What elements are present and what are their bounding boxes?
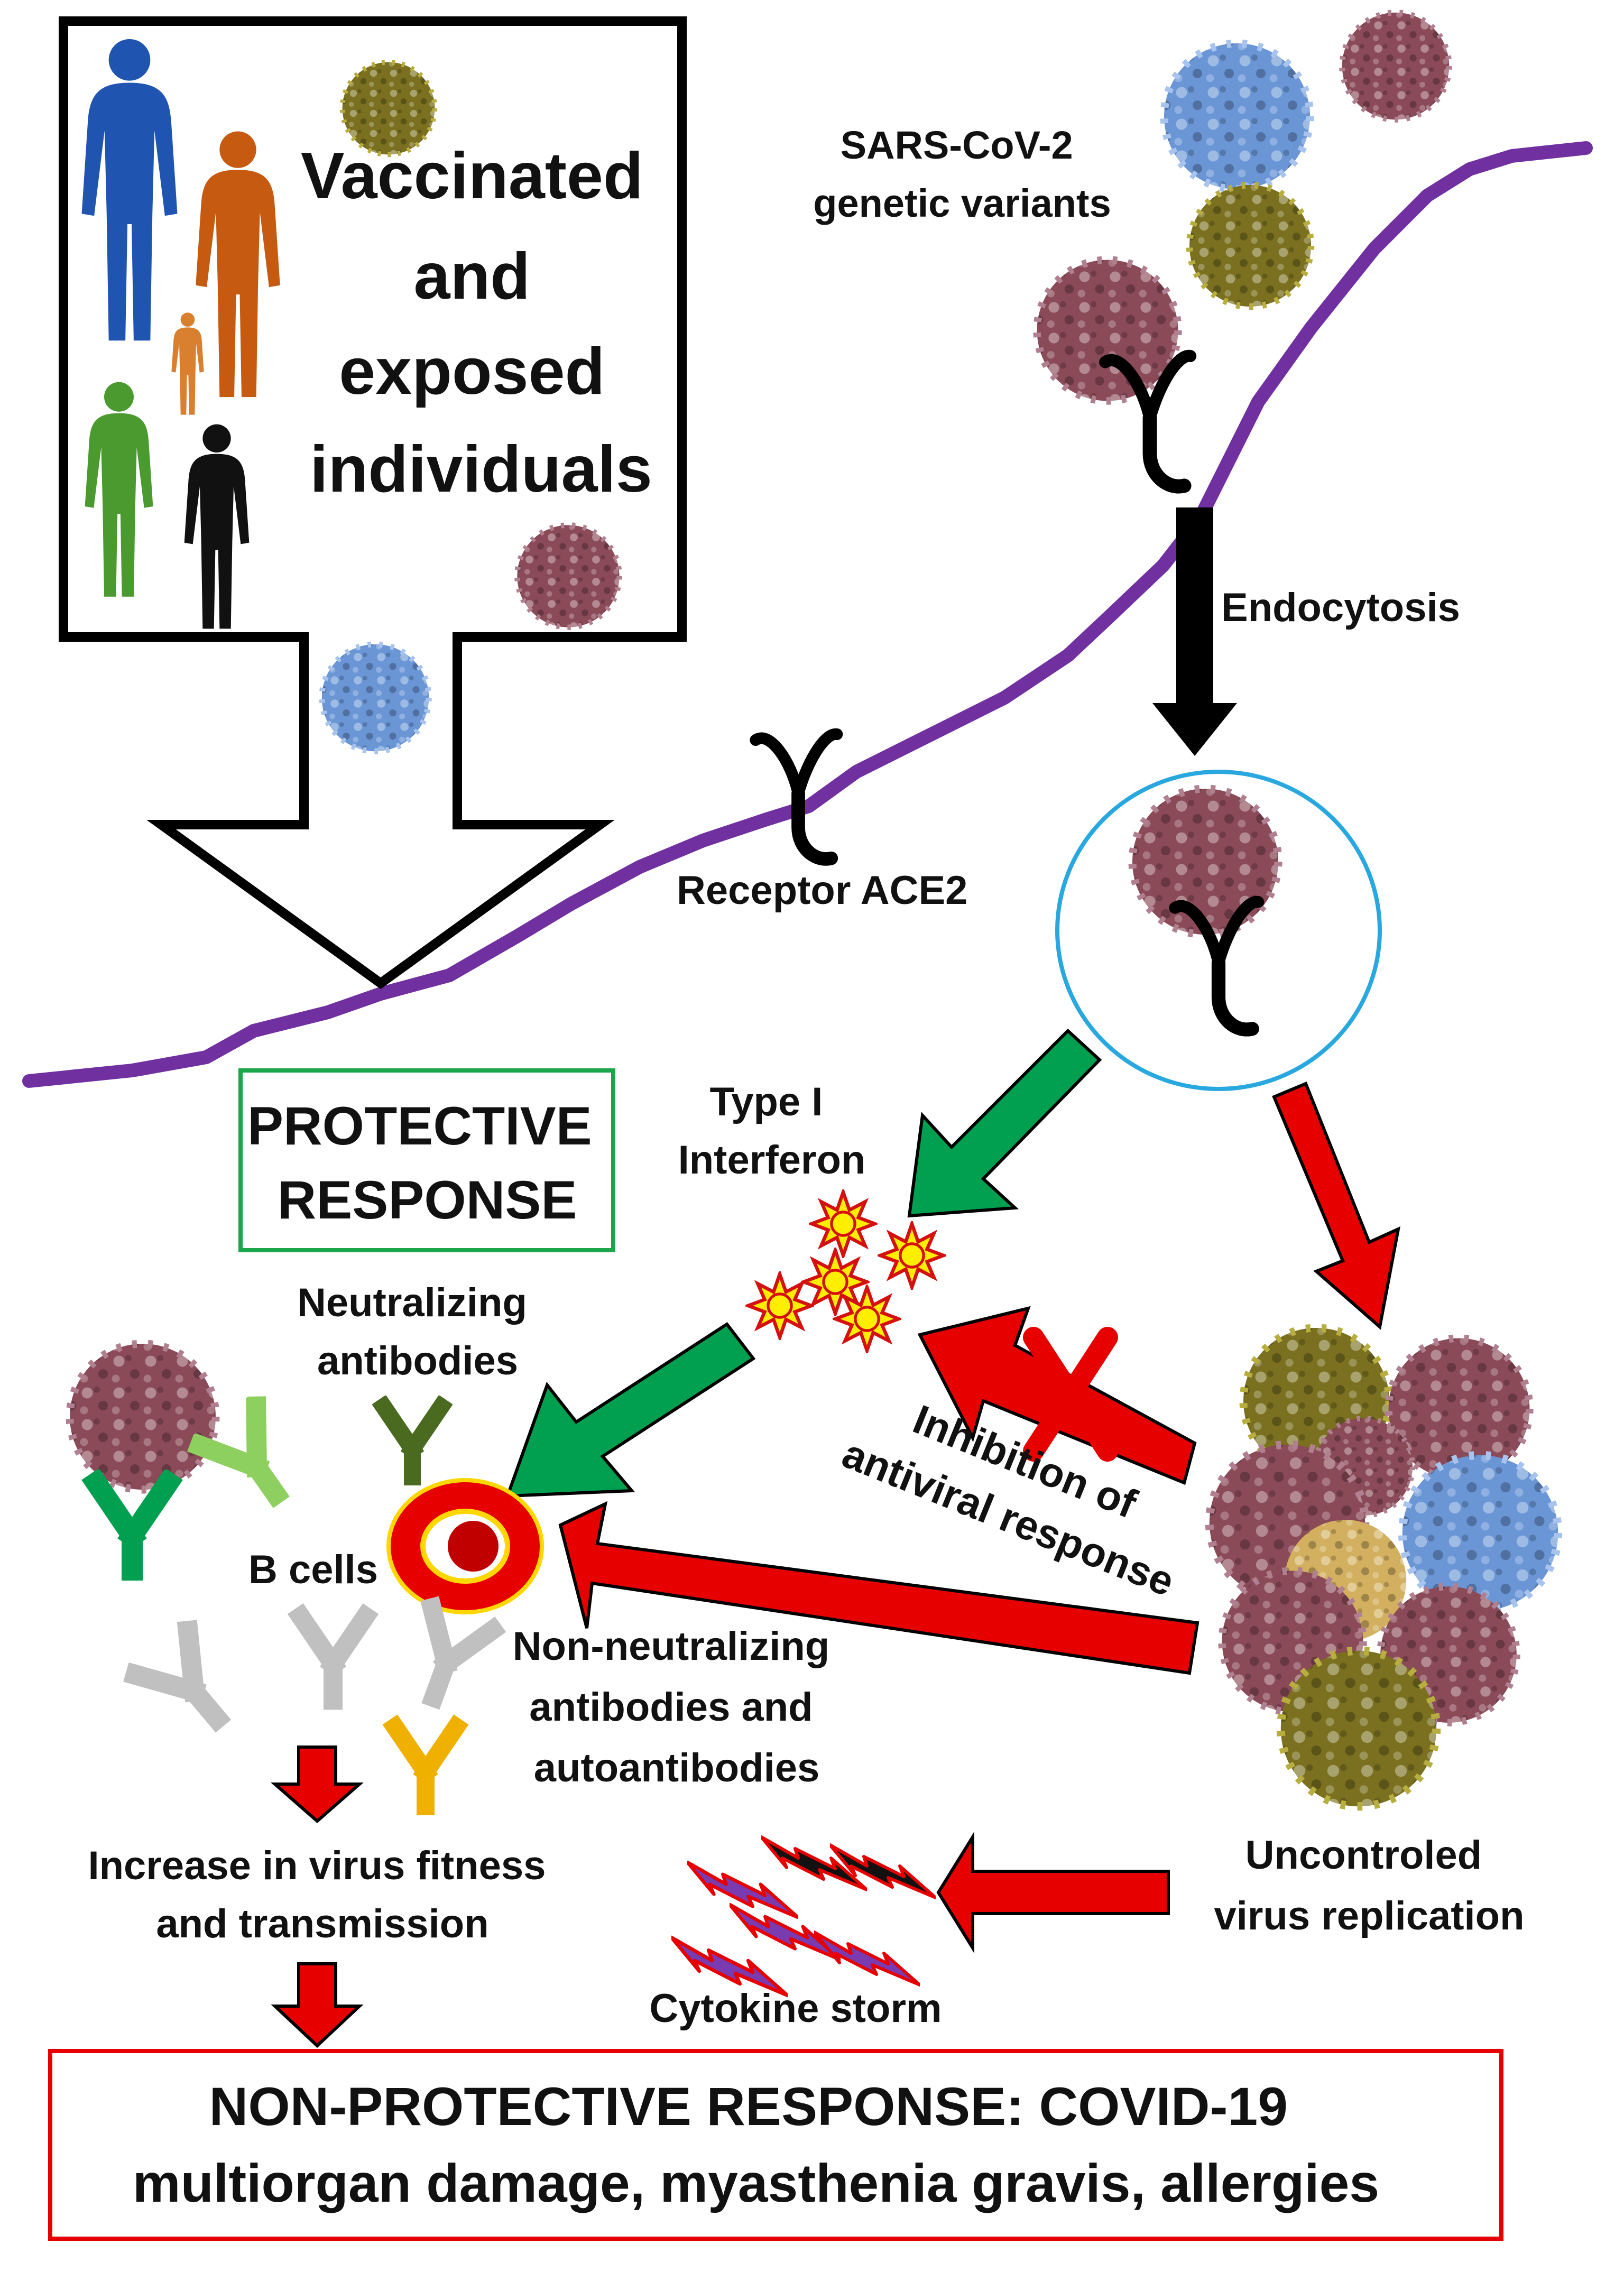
virus-blue-icon (1164, 43, 1310, 189)
interferon-line-2: Interferon (678, 1138, 866, 1183)
green-arrow-to-interferon (907, 1028, 1102, 1218)
virus-red-icon (1132, 789, 1278, 935)
virus-red-icon (517, 525, 619, 627)
replicating-virus-cluster (1210, 1328, 1558, 1806)
antibody-gray-icon (301, 1617, 365, 1700)
interferon-line-1: Type I (709, 1079, 823, 1124)
vaccinated-line-2: and (414, 240, 530, 313)
uncontrolled-line-2: virus replication (1214, 1894, 1524, 1938)
virus-red-icon (1342, 13, 1449, 119)
receptor-label: Receptor ACE2 (677, 868, 967, 913)
non-protective-line-2: multiorgan damage, myasthenia gravis, al… (133, 2153, 1379, 2213)
inhibition-cross-icon (1023, 1327, 1118, 1462)
non-protective-label: NON-PROTECTIVE RESPONSE: COVID-19 multio… (133, 2076, 1379, 2213)
lightning-bolt-icon (687, 1862, 798, 1918)
lightning-bolt-icon (814, 1932, 920, 1985)
b-cell (386, 1478, 544, 1614)
antibody-gray-icon (403, 1608, 493, 1708)
antibody-green-light-icon (200, 1407, 307, 1518)
red-arrow-to-bcell (558, 1501, 1199, 1675)
protective-line-1: PROTECTIVE (247, 1096, 592, 1156)
red-arrow-to-cytokine (936, 1831, 1170, 1954)
non-protective-response-box (48, 2049, 1503, 2241)
interferon-star-icon (811, 1192, 875, 1255)
uncontrolled-label: Uncontroled virus replication (1214, 1833, 1524, 1938)
neutralizing-label: Neutralizing antibodies (297, 1280, 538, 1383)
interferon-label: Type I Interferon (678, 1079, 866, 1183)
antibody-green-dark-icon (96, 1483, 168, 1576)
interferon-star-icon (748, 1274, 811, 1337)
fitness-line-2: and transmission (156, 1901, 488, 1946)
protective-label: PROTECTIVE RESPONSE (247, 1096, 607, 1230)
protective-response-box (238, 1068, 615, 1252)
virus-olive-icon (1281, 1651, 1436, 1806)
interferon-star-icon (880, 1224, 944, 1287)
neutralizing-line-1: Neutralizing (297, 1280, 527, 1325)
endocytosis-arrow (1152, 507, 1237, 756)
cytokine-storm-cluster (671, 1837, 936, 1996)
interferon-star-icon (835, 1287, 899, 1351)
non-neutralizing-line-3: autoantibodies (534, 1745, 819, 1790)
virus-red-icon (70, 1344, 216, 1490)
variants-line-2: genetic variants (813, 181, 1111, 225)
red-arrow-to-replication (1272, 1082, 1401, 1330)
protective-line-2: RESPONSE (278, 1170, 577, 1230)
virus-variants-label: SARS-CoV-2 genetic variants (813, 123, 1111, 225)
non-protective-line-1: NON-PROTECTIVE RESPONSE: COVID-19 (209, 2076, 1288, 2137)
endosome-vesicle (1055, 770, 1382, 1091)
uncontrolled-line-1: Uncontroled (1245, 1833, 1482, 1878)
virus-red-icon (1037, 260, 1178, 401)
antibody-gray-icon (136, 1631, 245, 1742)
vaccinated-line-4: individuals (310, 433, 652, 506)
vaccinated-line-1: Vaccinated (301, 140, 643, 213)
non-neutralizing-label: Non-neutralizing antibodies and autoanti… (513, 1624, 841, 1790)
antibody-yellow-icon (395, 1727, 456, 1806)
cytokine-label: Cytokine storm (649, 1986, 942, 2031)
non-neutralizing-line-1: Non-neutralizing (513, 1624, 830, 1669)
red-down-arrow-2 (271, 1962, 364, 2048)
cell-membrane (22, 141, 1593, 1088)
virus-blue-icon (322, 644, 429, 751)
fitness-label: Increase in virus fitness and transmissi… (88, 1843, 557, 1946)
green-arrow-to-bcell (505, 1322, 756, 1498)
virus-olive-icon (1189, 185, 1311, 307)
fitness-line-1: Increase in virus fitness (88, 1843, 546, 1888)
antibody-olive-icon (384, 1407, 441, 1481)
neutralizing-line-2: antibodies (317, 1338, 518, 1383)
variants-line-1: SARS-CoV-2 (841, 123, 1073, 167)
vaccinated-label: Vaccinated and exposed individuals (301, 140, 661, 506)
vaccinated-line-3: exposed (339, 335, 605, 408)
red-down-arrow-1 (271, 1745, 364, 1823)
non-neutralizing-line-2: antibodies and (529, 1685, 813, 1730)
endocytosis-label: Endocytosis (1221, 585, 1460, 630)
b-cells-label: B cells (248, 1547, 378, 1592)
